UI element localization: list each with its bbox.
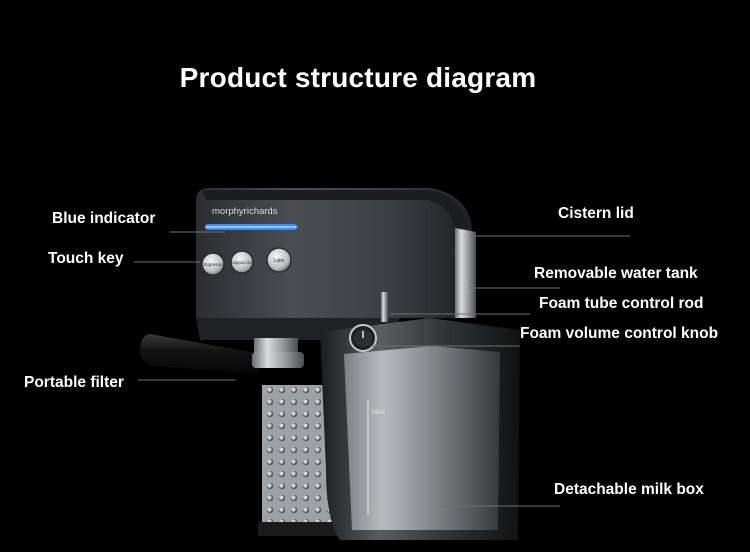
diagram-title: Product structure diagram	[179, 62, 537, 93]
label-removable-water-tank: Removable water tank	[534, 265, 698, 282]
milk-box-container	[344, 346, 500, 530]
label-foam-volume-control-knob: Foam volume control knob	[520, 325, 719, 342]
cistern-lid-shape	[202, 190, 468, 228]
label-blue-indicator: Blue indicator	[52, 210, 156, 227]
touch-key-latte-label: Latte	[273, 258, 284, 264]
label-touch-key: Touch key	[48, 250, 124, 267]
milk-box-max-mark: MAX	[372, 410, 385, 416]
base-foot	[258, 522, 354, 536]
portafilter-basket	[252, 352, 304, 368]
touch-key-latte	[266, 247, 292, 273]
touch-key-espresso-label: Espresso	[204, 262, 223, 267]
touch-key-cappuccino	[230, 250, 254, 274]
portafilter-handle	[140, 334, 262, 374]
label-foam-tube-control-rod: Foam tube control rod	[539, 295, 704, 312]
label-cistern-lid: Cistern lid	[558, 205, 634, 222]
machine-body	[196, 188, 472, 318]
foam-tube-rod	[381, 292, 388, 322]
touch-key-cappuccino-label: Cappuccino	[230, 260, 254, 265]
label-detachable-milk-box: Detachable milk box	[554, 481, 704, 498]
label-portable-filter: Portable filter	[24, 374, 124, 391]
brand-logo: morphyrichards	[212, 206, 278, 217]
touch-key-espresso	[201, 252, 225, 276]
blue-indicator-glow	[205, 226, 297, 228]
water-tank-side	[455, 228, 476, 318]
